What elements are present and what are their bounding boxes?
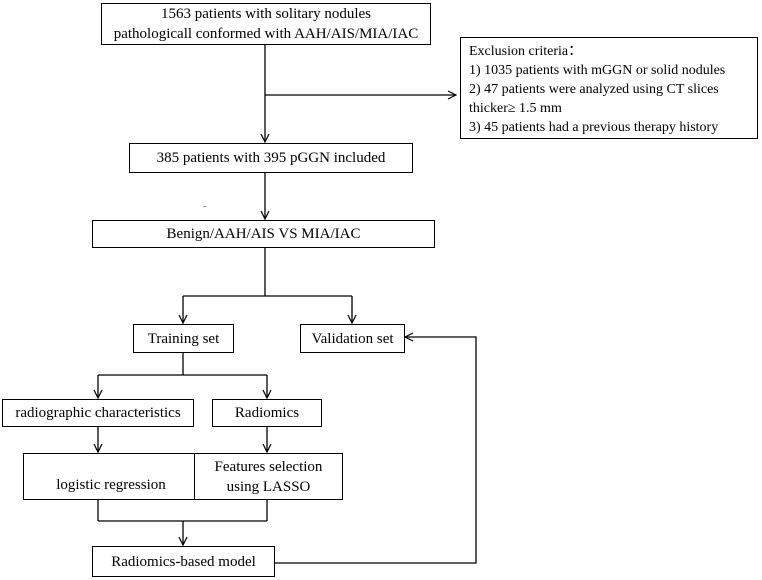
exclusion-title: Exclusion criteria： (469, 44, 583, 59)
node-training: Training set (133, 324, 234, 353)
node-validation-label: Validation set (311, 330, 394, 347)
exclusion-item: thicker≥ 1.5 mm (469, 101, 562, 116)
node-logistic: logistic regression (23, 453, 199, 500)
node-features-line2: using LASSO (226, 478, 311, 495)
exclusion-item: 2) 47 patients were analyzed using CT sl… (469, 82, 719, 97)
node-exclusion: Exclusion criteria： 1) 1035 patients wit… (460, 37, 758, 139)
node-training-label: Training set (147, 330, 220, 347)
exclusion-item: 1) 1035 patients with mGGN or solid nodu… (469, 63, 726, 78)
node-radiographic: radiographic characteristics (2, 399, 194, 427)
exclusion-item: 3) 45 patients had a previous therapy hi… (469, 120, 719, 135)
node-model-label: Radiomics-based model (111, 553, 256, 570)
node-radiomics: Radiomics (212, 399, 322, 427)
arrow-model-to-validation (275, 337, 477, 564)
node-start: 1563 patients with solitary nodules path… (101, 3, 431, 45)
node-start-line1: 1563 patients with solitary nodules (161, 6, 371, 22)
stray-mark: - (203, 201, 207, 212)
node-radiomics-label: Radiomics (234, 405, 300, 421)
node-start-line2: pathologicall conformed with AAH/AIS/MIA… (113, 26, 419, 42)
node-features-line1: Features selection (214, 458, 323, 475)
node-logistic-label: logistic regression (56, 477, 166, 493)
node-comparison-label: Benign/AAH/AIS VS MIA/IAC (166, 226, 361, 242)
node-features: Features selection using LASSO (194, 453, 343, 500)
node-model: Radiomics-based model (92, 546, 275, 577)
node-comparison: Benign/AAH/AIS VS MIA/IAC (92, 220, 435, 248)
node-included-label: 385 patients with 395 pGGN included (156, 150, 386, 166)
node-included: 385 patients with 395 pGGN included (129, 143, 413, 173)
node-validation: Validation set (300, 324, 405, 353)
node-radiographic-label: radiographic characteristics (15, 405, 181, 421)
